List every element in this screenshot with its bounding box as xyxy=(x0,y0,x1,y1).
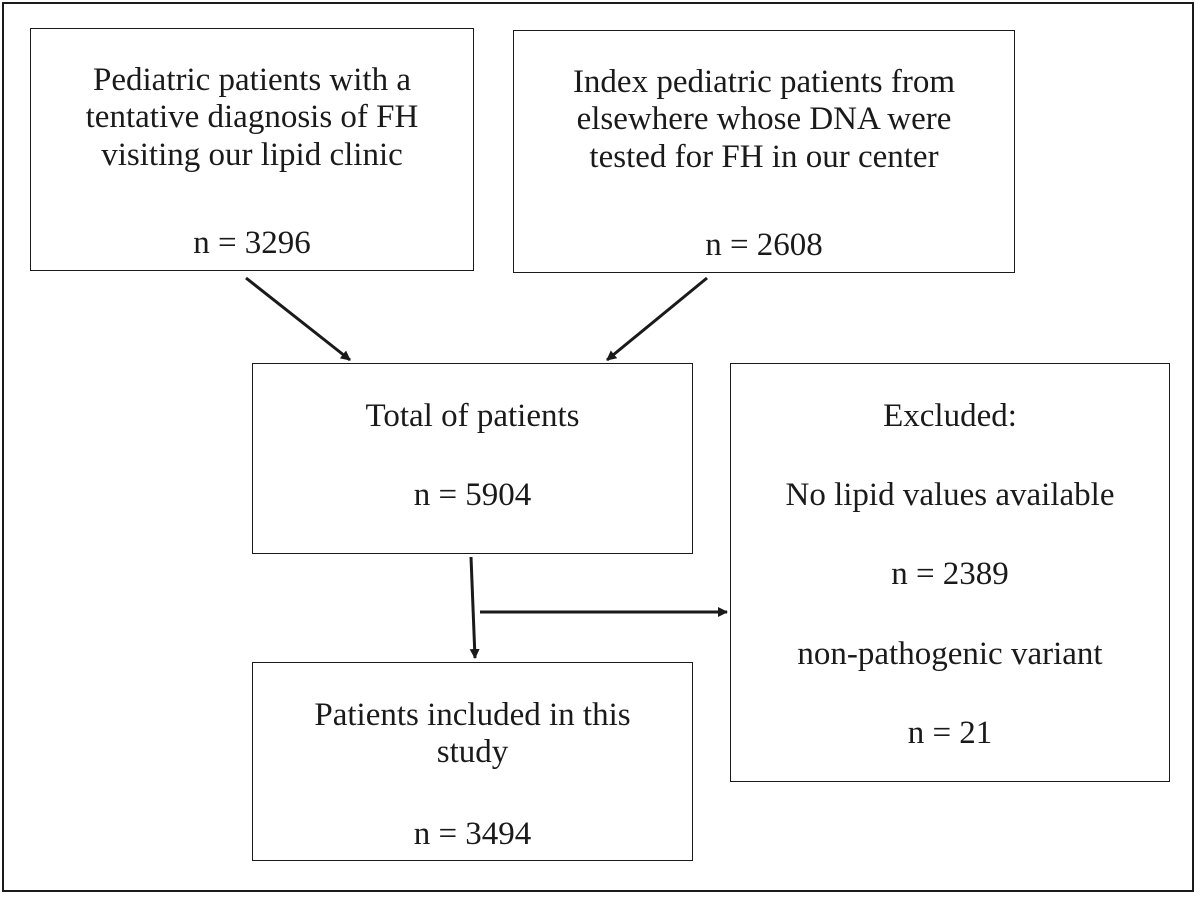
excluded-count-no-lipid: n = 2389 xyxy=(891,556,1009,592)
clinic-patients-count: n = 3296 xyxy=(193,225,311,261)
index-patients-box: Index pediatric patients from elsewhere … xyxy=(513,30,1015,273)
total-patients-box: Total of patients n = 5904 xyxy=(252,363,693,554)
excluded-reason-non-pathogenic: non-pathogenic variant xyxy=(797,636,1103,672)
excluded-box: Excluded: No lipid values available n = … xyxy=(730,363,1170,782)
index-patients-count: n = 2608 xyxy=(705,227,823,263)
total-patients-count: n = 5904 xyxy=(413,477,532,513)
excluded-count-non-pathogenic: n = 21 xyxy=(907,715,993,751)
included-patients-label: Patients included in this study xyxy=(314,697,631,771)
arrow-index-to-total xyxy=(606,276,708,362)
total-patients-label: Total of patients xyxy=(365,398,580,434)
included-patients-count: n = 3494 xyxy=(413,816,532,852)
excluded-reason-no-lipid: No lipid values available xyxy=(785,477,1115,513)
index-patients-label: Index pediatric patients from elsewhere … xyxy=(572,64,956,175)
excluded-heading: Excluded: xyxy=(883,398,1017,434)
arrow-total-to-included xyxy=(469,556,480,659)
arrow-clinic-to-total xyxy=(245,276,351,362)
clinic-patients-label: Pediatric patients with a tentative diag… xyxy=(85,62,419,173)
clinic-patients-box: Pediatric patients with a tentative diag… xyxy=(30,28,474,271)
included-patients-box: Patients included in this study n = 3494 xyxy=(252,662,693,861)
